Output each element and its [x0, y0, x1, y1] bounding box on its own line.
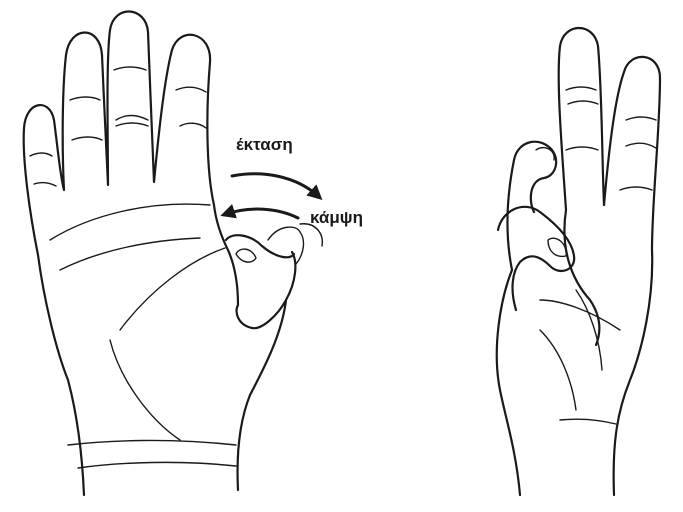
- thumb-motion-guide: [268, 227, 303, 264]
- left-thumb-nail: [236, 249, 256, 262]
- right-ring-finger: [604, 57, 660, 250]
- right-index-curled: [508, 142, 557, 270]
- left-hand-illustration: [24, 11, 296, 495]
- flexion-arrow: [226, 209, 298, 218]
- extension-arrow: [232, 174, 318, 196]
- left-hand-wrist-left: [38, 255, 84, 495]
- left-hand-outline: [24, 11, 296, 490]
- flexion-label: κάμψη: [310, 208, 363, 228]
- left-finger-creases: [30, 67, 206, 186]
- right-thumb-nail: [548, 238, 566, 256]
- extension-label: έκταση: [236, 135, 293, 155]
- right-middle-finger: [559, 28, 604, 210]
- right-hand-illustration: [497, 28, 660, 495]
